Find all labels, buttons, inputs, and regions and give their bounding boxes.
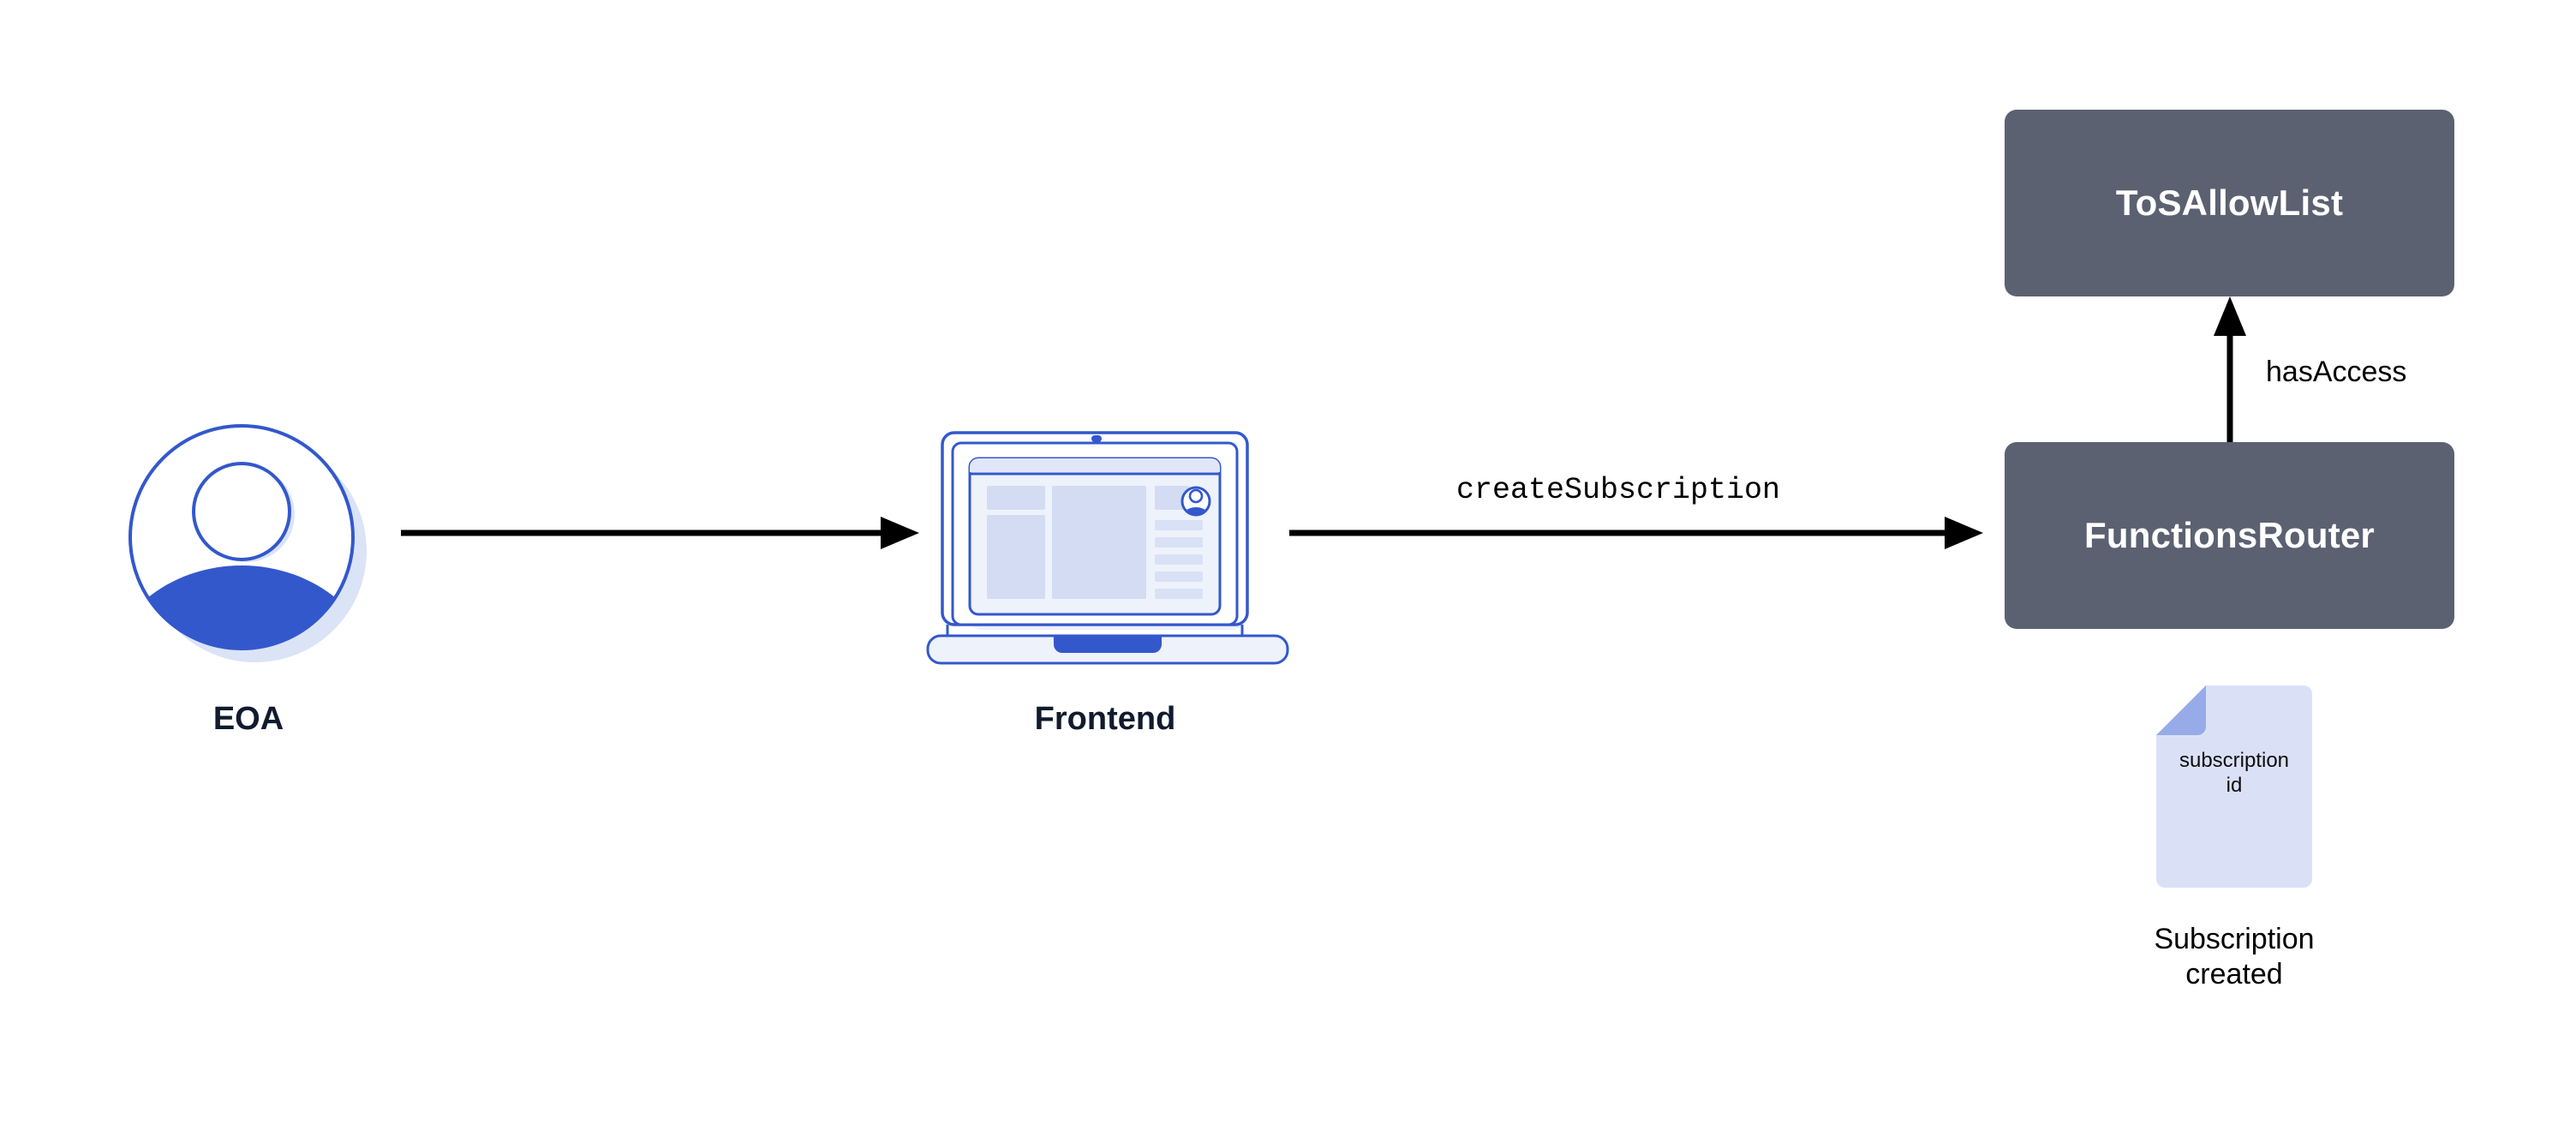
edge-label-create-subscription: createSubscription — [1456, 473, 1781, 507]
arrow-router-to-tos — [2210, 295, 2250, 442]
screen-avatar-icon — [1180, 486, 1211, 517]
node-eoa[interactable] — [120, 416, 377, 673]
arrow-eoa-to-frontend — [401, 514, 923, 552]
document-inner-text: subscription id — [2179, 749, 2290, 797]
node-subscription-doc[interactable]: subscription id — [2153, 684, 2316, 889]
laptop-icon — [926, 431, 1289, 665]
node-frontend[interactable] — [923, 424, 1292, 673]
eoa-caption: EOA — [212, 701, 284, 737]
user-avatar-icon — [129, 424, 367, 662]
functions-router-label: FunctionsRouter — [2084, 515, 2375, 555]
edge-label-has-access: hasAccess — [2266, 356, 2407, 388]
tos-allow-list-label: ToSAllowList — [2115, 183, 2344, 223]
subscription-doc-caption: Subscription created — [2154, 923, 2315, 991]
process-box-functions-router[interactable]: FunctionsRouter — [2005, 442, 2454, 629]
arrow-frontend-to-router — [1289, 514, 1987, 552]
process-box-tos-allow-list[interactable]: ToSAllowList — [2005, 110, 2454, 296]
document-icon — [2156, 685, 2312, 888]
frontend-caption: Frontend — [1034, 701, 1176, 737]
